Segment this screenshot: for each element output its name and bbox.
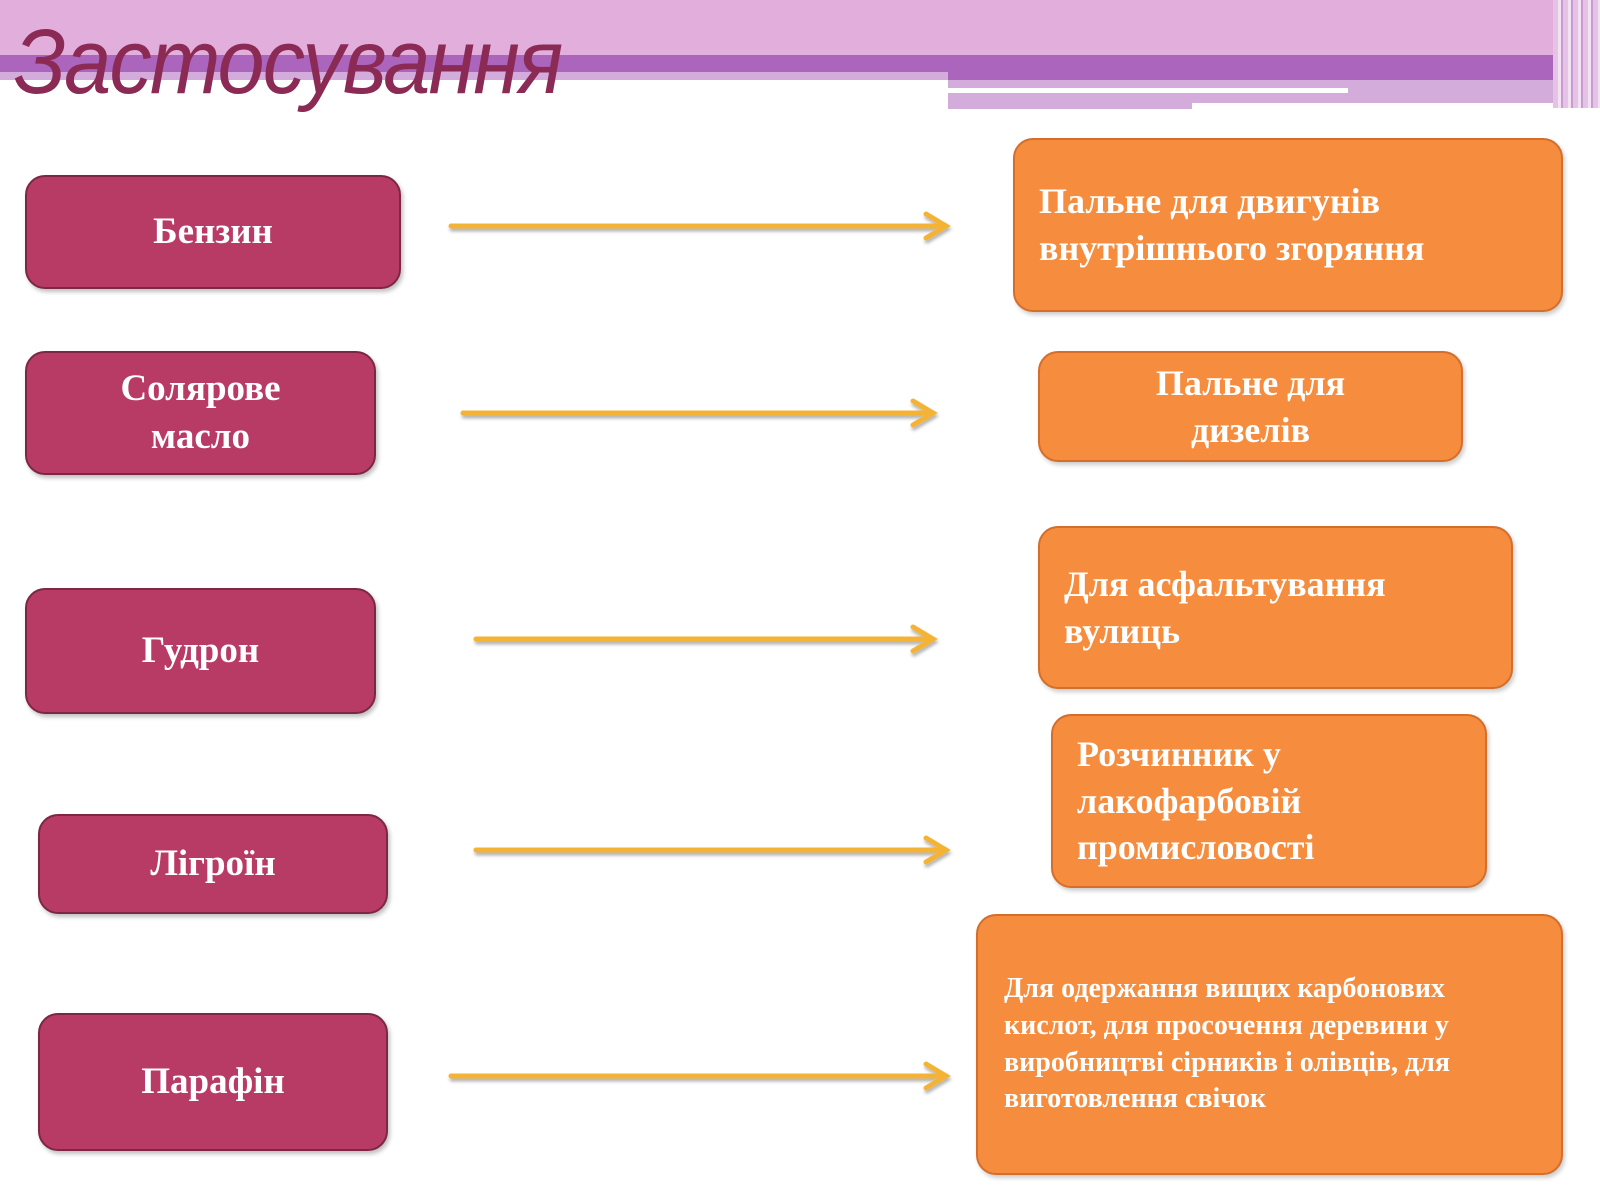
- header-band-light: [0, 72, 948, 80]
- arrow-4: [473, 835, 951, 865]
- use-box-paraffin-uses: Для одержання вищих карбонових кислот, д…: [976, 914, 1563, 1175]
- slide-title: Застосування: [14, 11, 563, 113]
- arrow-1: [448, 211, 951, 241]
- header-stripes: [1553, 0, 1600, 108]
- product-box-gudron: Гудрон: [25, 588, 376, 714]
- header-white-gap: [1192, 103, 1568, 109]
- product-box-solar-oil: Солярове масло: [25, 351, 376, 475]
- use-box-engine-fuel: Пальне для двигунів внутрішнього згорянн…: [1013, 138, 1563, 312]
- use-box-asphalt: Для асфальтування вулиць: [1038, 526, 1513, 689]
- arrow-3: [473, 624, 938, 654]
- use-box-diesel-fuel: Пальне для дизелів: [1038, 351, 1463, 462]
- product-box-benzyn: Бензин: [25, 175, 401, 289]
- arrow-5: [448, 1061, 951, 1091]
- header-band-purple-right: [948, 70, 1568, 80]
- product-box-ligroin: Лігроїн: [38, 814, 388, 914]
- product-box-parafin: Парафін: [38, 1013, 388, 1151]
- header-band-purple: [0, 55, 1600, 72]
- arrow-2: [460, 398, 938, 428]
- use-box-solvent: Розчинник у лакофарбовій промисловості: [1051, 714, 1487, 888]
- header-white-line: [948, 88, 1348, 93]
- header-band-pink: [0, 0, 1600, 55]
